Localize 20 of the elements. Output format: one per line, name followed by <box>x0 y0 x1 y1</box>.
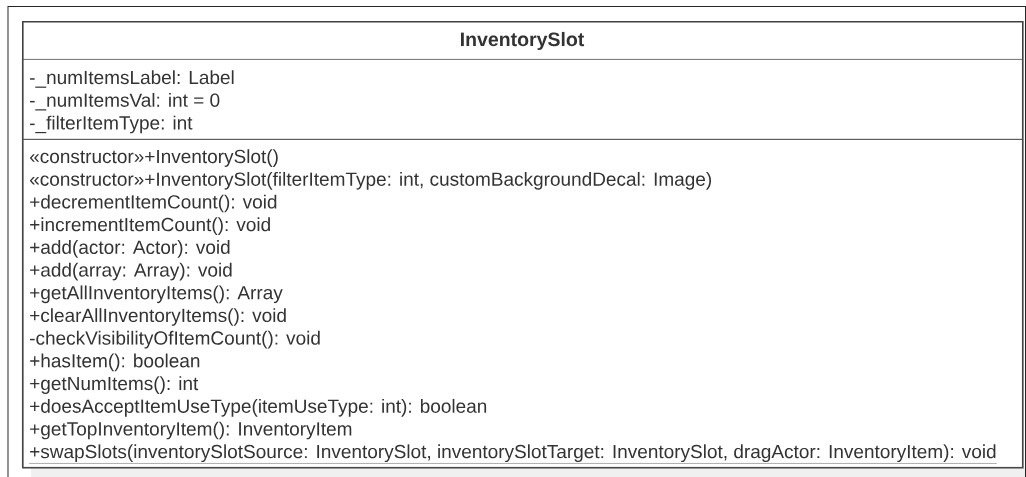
member-text: +doesAcceptItemUseType(itemUseType: int): boolean <box>30 398 487 417</box>
member-text: «constructor»+InventorySlot() <box>29 149 278 167</box>
member-text: +getTopInventoryItem(): InventoryItem <box>30 421 352 440</box>
member-text: -_numItemsLabel: Label <box>30 70 234 88</box>
member-text: +incrementItemCount(): void <box>30 217 270 236</box>
compartment <box>22 59 1023 140</box>
member-text: +decrementItemCount(): void <box>30 194 277 213</box>
member-text: -_filterItemType: int <box>30 115 193 134</box>
member-text: +add(actor: Actor): void <box>30 240 230 258</box>
member-text: +clearAllInventoryItems(): void <box>30 308 286 326</box>
compartment <box>22 139 1023 468</box>
member-text: «constructor»+InventorySlot(filterItemType: int, customBackgroundDecal: Image) <box>29 171 712 190</box>
member-text: -checkVisibilityOfItemCount(): void <box>30 330 320 349</box>
member-text: -_numItemsVal: int = 0 <box>30 92 220 111</box>
member-text: +getNumItems(): int <box>30 376 199 394</box>
member-text: +hasItem(): boolean <box>30 353 200 372</box>
member-text: +add(array: Array): void <box>30 262 232 281</box>
member-text: +getAllInventoryItems(): Array <box>30 285 283 304</box>
class-name: InventorySlot <box>461 31 585 51</box>
member-text: +swapSlots(inventorySlotSource: InventorySlot, inventorySlotTarget: InventorySlot, dragActor: InventoryItem): void <box>29 444 997 464</box>
